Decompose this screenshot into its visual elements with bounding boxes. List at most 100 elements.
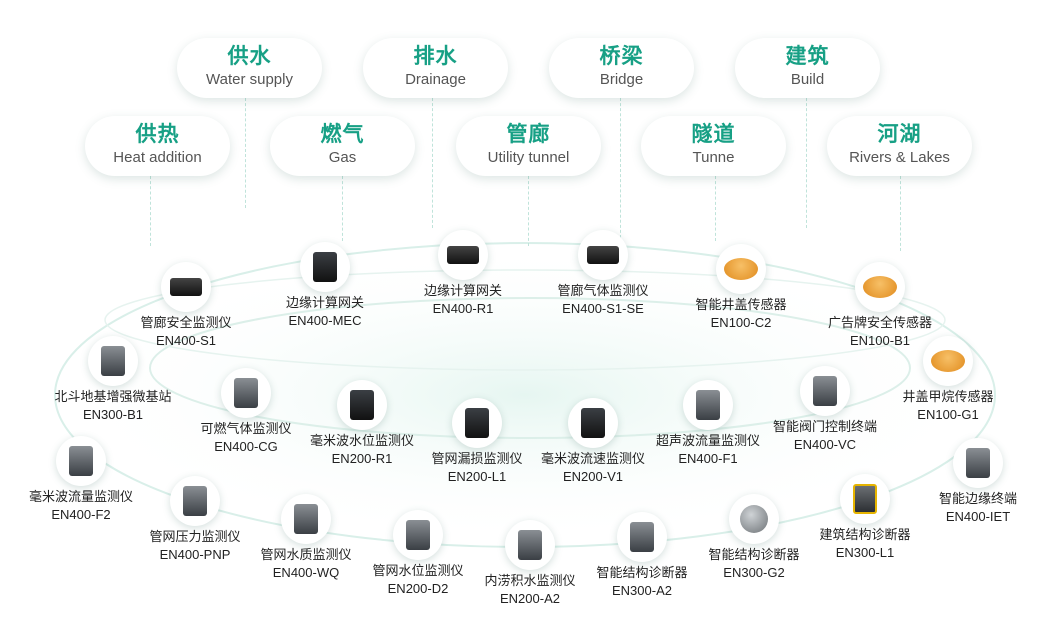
category-build[interactable]: 建筑 Build	[735, 38, 880, 98]
connector-line	[715, 176, 716, 241]
category-en: Heat addition	[113, 149, 202, 166]
device-item[interactable]: 内涝积水监测仪 EN200-A2	[425, 520, 635, 607]
device-code: EN300-G2	[723, 565, 785, 580]
connector-line	[620, 98, 621, 238]
radar-velocity-icon	[581, 408, 605, 438]
device-image-circle	[568, 398, 618, 448]
device-name: 管廊安全监测仪	[140, 315, 232, 330]
connector-line	[245, 98, 246, 208]
category-cn: 河湖	[877, 123, 922, 146]
device-code: EN400-F1	[678, 451, 738, 466]
device-code: EN400-PNP	[159, 547, 231, 562]
category-en: Water supply	[206, 71, 293, 88]
device-item[interactable]: 广告牌安全传感器 EN100-B1	[775, 262, 985, 349]
device-image-circle	[683, 380, 733, 430]
device-item[interactable]: 毫米波流速监测仪 EN200-V1	[488, 398, 698, 485]
device-image-circle	[337, 380, 387, 430]
device-item[interactable]: 管网水质监测仪 EN400-WQ	[201, 494, 411, 581]
device-item[interactable]: 管网压力监测仪 EN400-PNP	[90, 476, 300, 563]
device-item[interactable]: 毫米波流量监测仪 EN400-F2	[0, 436, 186, 523]
device-item[interactable]: 智能边缘终端 EN400-IET	[873, 438, 1054, 525]
device-item[interactable]: 北斗地基增强微基站 EN300-B1	[8, 336, 218, 423]
category-drainage[interactable]: 排水 Drainage	[363, 38, 508, 98]
device-item[interactable]: 管网漏损监测仪 EN200-L1	[372, 398, 582, 485]
device-item[interactable]: 智能结构诊断器 EN300-A2	[537, 512, 747, 599]
category-cn: 桥梁	[599, 45, 644, 68]
category-water-supply[interactable]: 供水 Water supply	[177, 38, 322, 98]
device-item[interactable]: 管廊气体监测仪 EN400-S1-SE	[498, 230, 708, 317]
device-name: 建筑结构诊断器	[819, 527, 911, 542]
device-code: EN300-A2	[612, 583, 672, 598]
device-item[interactable]: 建筑结构诊断器 EN300-L1	[760, 474, 970, 561]
device-item[interactable]: 可燃气体监测仪 EN400-CG	[141, 368, 351, 455]
device-image-circle	[161, 262, 211, 312]
device-code: EN400-IET	[945, 509, 1011, 524]
device-item[interactable]: 智能结构诊断器 EN300-G2	[649, 494, 859, 581]
connector-line	[150, 176, 151, 246]
water-quality-icon	[294, 504, 318, 534]
category-tunnel[interactable]: 隧道 Tunne	[641, 116, 786, 176]
device-code: EN200-V1	[563, 469, 623, 484]
device-item[interactable]: 超声波流量监测仪 EN400-F1	[603, 380, 813, 467]
device-item[interactable]: 边缘计算网关 EN400-R1	[358, 230, 568, 317]
device-code: EN300-L1	[835, 545, 895, 560]
device-code: EN200-L1	[447, 469, 507, 484]
category-rivers-lakes[interactable]: 河湖 Rivers & Lakes	[827, 116, 972, 176]
water-level-icon	[406, 520, 430, 550]
device-item[interactable]: 边缘计算网关 EN400-MEC	[220, 242, 430, 329]
category-utility-tunnel[interactable]: 管廊 Utility tunnel	[456, 116, 601, 176]
device-image-circle	[438, 230, 488, 280]
device-image-circle	[56, 436, 106, 486]
category-gas[interactable]: 燃气 Gas	[270, 116, 415, 176]
device-code: EN400-R1	[432, 301, 494, 316]
device-code: EN200-R1	[331, 451, 393, 466]
manhole-sensor-icon	[724, 258, 758, 280]
device-name: 边缘计算网关	[423, 283, 502, 298]
device-code: EN200-A2	[500, 591, 560, 606]
device-image-circle	[840, 474, 890, 524]
structure-diagnosis-icon	[630, 522, 654, 552]
device-image-circle	[953, 438, 1003, 488]
device-code: EN300-B1	[83, 407, 143, 422]
category-heat[interactable]: 供热 Heat addition	[85, 116, 230, 176]
device-image-circle	[800, 366, 850, 416]
device-image-circle	[505, 520, 555, 570]
base-station-icon	[101, 346, 125, 376]
radar-flow-icon	[69, 446, 93, 476]
device-image-circle	[578, 230, 628, 280]
category-en: Gas	[328, 149, 357, 166]
building-diagnosis-icon	[853, 484, 877, 514]
category-bridge[interactable]: 桥梁 Bridge	[549, 38, 694, 98]
billboard-sensor-icon	[863, 276, 897, 298]
device-item[interactable]: 井盖甲烷传感器 EN100-G1	[843, 336, 1053, 423]
category-en: Drainage	[405, 71, 466, 88]
category-en: Utility tunnel	[487, 149, 570, 166]
device-item[interactable]: 智能井盖传感器 EN100-C2	[636, 244, 846, 331]
category-en: Build	[790, 71, 825, 88]
device-item[interactable]: 毫米波水位监测仪 EN200-R1	[257, 380, 467, 467]
device-name: 智能结构诊断器	[708, 547, 800, 562]
device-image-circle	[393, 510, 443, 560]
combustible-gas-icon	[234, 378, 258, 408]
device-code: EN400-S1	[156, 333, 216, 348]
connector-line	[806, 98, 807, 228]
device-name: 管网漏损监测仪	[431, 451, 523, 466]
device-item[interactable]: 管网水位监测仪 EN200-D2	[313, 510, 523, 597]
ultrasonic-flow-icon	[696, 390, 720, 420]
edge-terminal-icon	[966, 448, 990, 478]
connector-line	[528, 176, 529, 246]
category-cn: 管廊	[506, 123, 551, 146]
category-cn: 燃气	[320, 123, 365, 146]
device-code: EN400-F2	[51, 507, 111, 522]
device-code: EN400-MEC	[288, 313, 362, 328]
device-image-circle	[855, 262, 905, 312]
waterlogging-icon	[518, 530, 542, 560]
device-name: 智能井盖传感器	[695, 297, 787, 312]
device-name: 智能阀门控制终端	[772, 419, 877, 434]
methane-sensor-icon	[931, 350, 965, 372]
device-name: 智能结构诊断器	[596, 565, 688, 580]
device-item[interactable]: 管廊安全监测仪 EN400-S1	[81, 262, 291, 349]
leak-monitor-icon	[465, 408, 489, 438]
device-item[interactable]: 智能阀门控制终端 EN400-VC	[720, 366, 930, 453]
device-name: 智能边缘终端	[938, 491, 1017, 506]
